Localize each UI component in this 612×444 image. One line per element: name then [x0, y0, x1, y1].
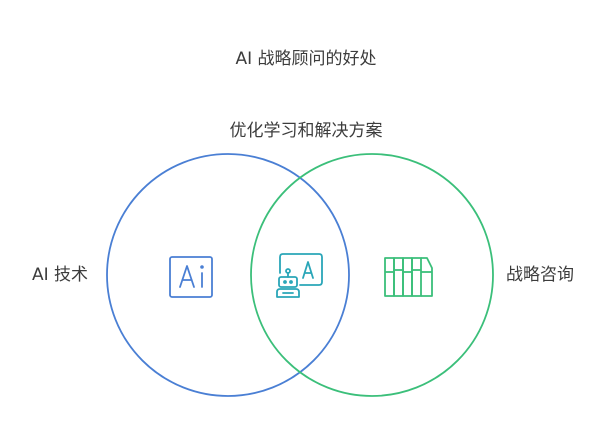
bookshelf-icon [384, 257, 433, 297]
left-set-circle [106, 153, 350, 397]
robot-assistant-icon [276, 253, 323, 298]
diagram-title: AI 战略顾问的好处 [235, 49, 377, 69]
right-set-circle [250, 153, 494, 397]
right-set-label: 战略咨询 [506, 265, 574, 285]
overlap-label: 优化学习和解决方案 [229, 121, 383, 141]
ai-chip-icon [169, 256, 213, 298]
left-set-label: AI 技术 [32, 265, 89, 285]
